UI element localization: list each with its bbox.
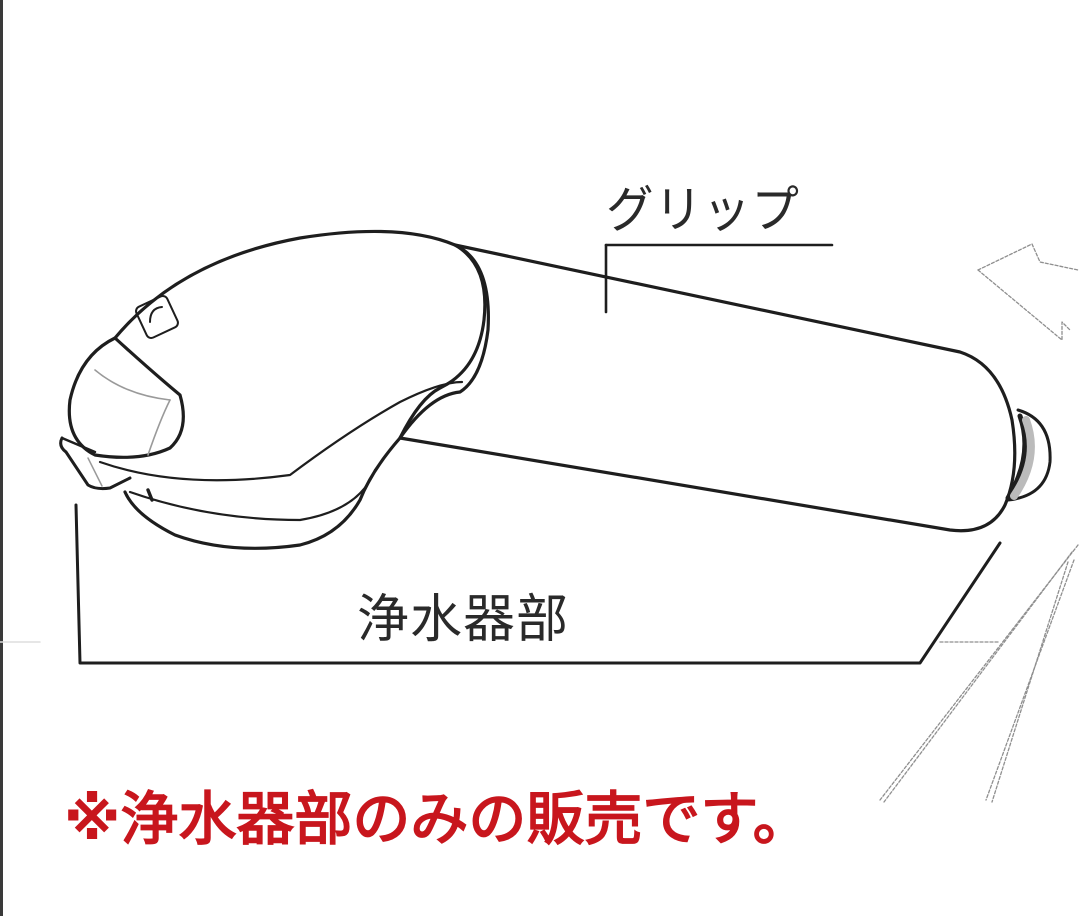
hose-connector [1005,408,1052,502]
background-sketch [879,243,1079,803]
switch-button [67,336,185,459]
sales-notice: ※浄水器部のみの販売です。 [64,785,811,853]
head-shell [98,229,490,550]
purifier-bracket [74,503,1002,665]
spout-tip [59,436,154,502]
grip-body [398,243,1017,533]
grip-label: グリップ [606,181,800,239]
image-left-border [0,0,3,916]
grip-leader-line [604,243,834,314]
mode-icon [135,295,179,339]
purifier-section-label: 浄水器部 [357,590,570,650]
